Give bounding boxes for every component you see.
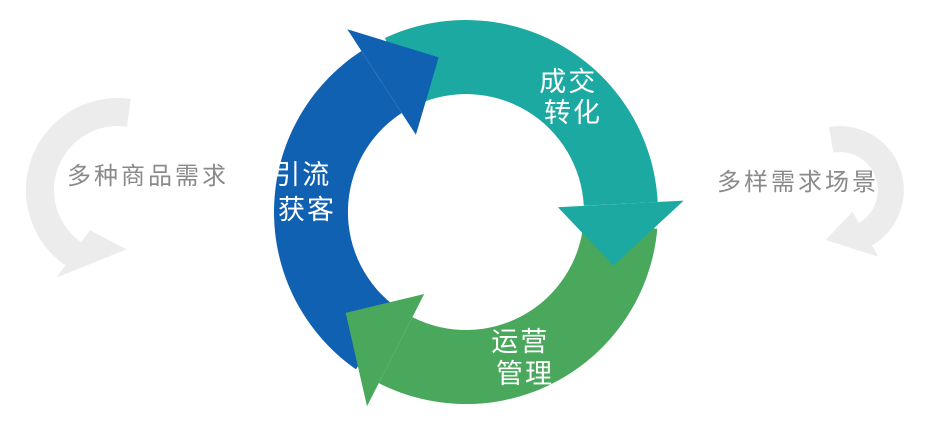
segment-label-traffic-line2: 获客	[278, 195, 336, 225]
conversion-arrowhead-icon	[557, 200, 684, 266]
left-annotation-text: 多种商品需求	[67, 163, 229, 190]
operation-band	[378, 222, 658, 405]
segment-label-operation-line1: 运营	[491, 327, 549, 357]
segment-label-operation: 运营 管理	[491, 327, 559, 389]
segment-label-conversion: 成交 转化	[539, 67, 607, 128]
conversion-band	[384, 20, 658, 206]
right-annotation-text: 多样需求场景	[717, 169, 879, 196]
traffic-arrowhead-icon	[347, 29, 439, 135]
left-swoosh-arrowhead-icon	[56, 230, 127, 278]
traffic-band	[274, 51, 402, 370]
operation-arrowhead-icon	[345, 294, 425, 407]
segment-label-conversion-line2: 转化	[544, 98, 602, 128]
right-swoosh-arc	[828, 126, 904, 246]
side-arrows-group	[25, 97, 904, 278]
segment-label-traffic-line1: 引流	[273, 160, 331, 190]
left-swoosh-arc	[25, 97, 131, 266]
segment-label-operation-line2: 管理	[496, 359, 554, 389]
segment-label-conversion-line1: 成交	[539, 67, 597, 97]
right-swoosh-arrowhead-icon	[825, 211, 879, 257]
cycle-segments-group	[274, 20, 684, 407]
segment-label-traffic: 引流 获客	[273, 160, 341, 225]
